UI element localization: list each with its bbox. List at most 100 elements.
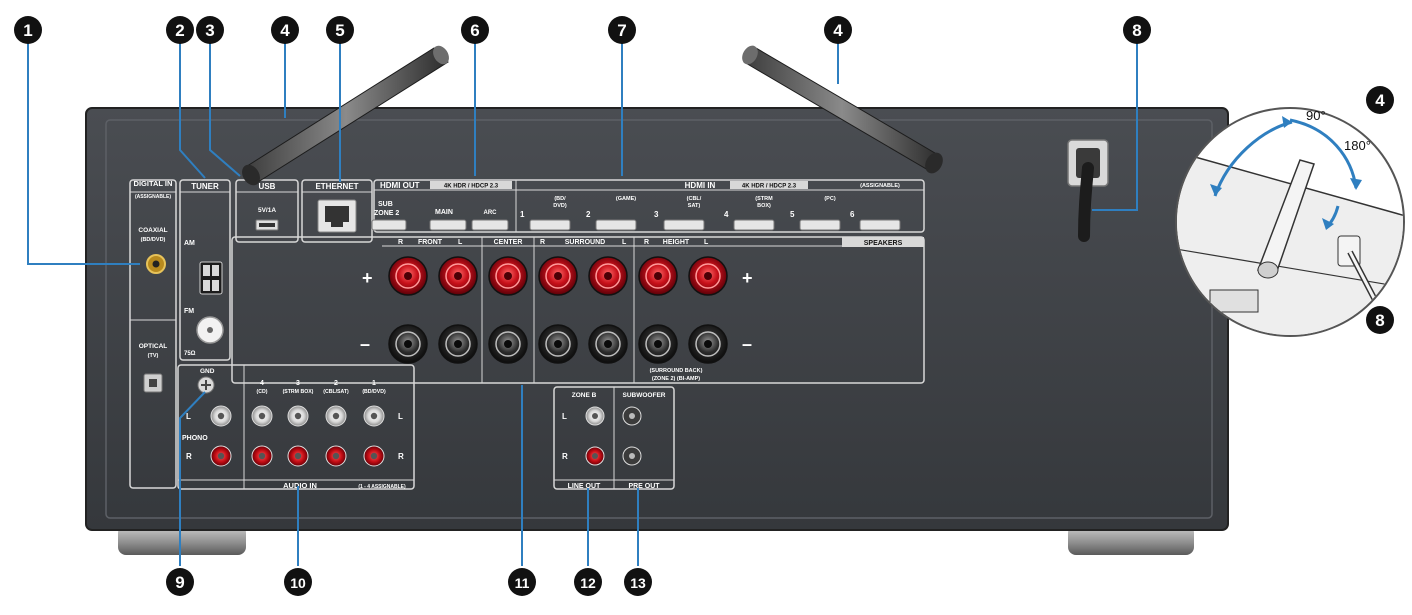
main-label: MAIN	[435, 209, 453, 216]
coaxial-sub-label: (BD/DVD)	[141, 237, 166, 243]
svg-text:R: R	[540, 239, 545, 246]
hdmi-in-port-5[interactable]	[799, 219, 841, 231]
antenna-rotation-inset: 90° 180°	[1175, 107, 1405, 337]
speaker-terminal-front-r-plus[interactable]	[388, 256, 428, 296]
svg-text:6: 6	[470, 21, 479, 40]
audio-in-number: 1	[372, 380, 376, 387]
hdmi-in-port-1[interactable]	[529, 219, 571, 231]
speaker-terminal-height-r-plus[interactable]	[638, 256, 678, 296]
audio-in-number: 3	[296, 380, 300, 387]
front-label: FRONT	[418, 239, 443, 246]
hdmi-in-port-2[interactable]	[595, 219, 637, 231]
svg-text:5: 5	[335, 21, 344, 40]
sub-label: SUB	[378, 201, 393, 208]
audio-in-2: 2(CBL/SAT)	[323, 380, 349, 467]
hdmi-in-name-2: SAT)	[688, 203, 701, 209]
power-cord	[1078, 162, 1094, 242]
usb-section: USB 5V/1A	[235, 179, 299, 243]
svg-text:12: 12	[580, 575, 596, 591]
speaker-terminal-center-plus[interactable]	[488, 256, 528, 296]
audio-in-name: (STRM BOX)	[283, 389, 314, 395]
zone2-label: ZONE 2	[374, 210, 399, 217]
svg-text:9: 9	[175, 573, 184, 592]
hdmi-in-number: 4	[724, 210, 729, 219]
speaker-terminal-height-r-minus[interactable]	[638, 324, 678, 364]
hdmi-out-sub-port[interactable]	[371, 219, 407, 231]
speaker-terminal-surround-l-plus[interactable]	[588, 256, 628, 296]
fm-label: FM	[184, 308, 194, 315]
speaker-terminal-front-l-minus[interactable]	[438, 324, 478, 364]
zone2-bi-amp-label: (ZONE 2) (BI-AMP)	[652, 376, 700, 382]
pre-out-label: PRE OUT	[628, 483, 660, 490]
speaker-terminal-surround-r-minus[interactable]	[538, 324, 578, 364]
hdmi-in-2: 2(GAME)	[586, 196, 637, 231]
hdmi-in-name: (BD/	[554, 196, 566, 202]
audio-in-name: (BD/DVD)	[362, 389, 386, 395]
center-label: CENTER	[494, 239, 523, 246]
phono-l-label: L	[186, 412, 191, 421]
speaker-terminal-front-l-plus[interactable]	[438, 256, 478, 296]
hdmi-out-arc-port[interactable]	[471, 219, 509, 231]
callout-5: 5	[326, 16, 354, 44]
svg-text:R: R	[644, 239, 649, 246]
audio-in-r-label: R	[398, 452, 404, 461]
callout-3: 3	[196, 16, 224, 44]
plus-left: +	[362, 268, 373, 288]
hdmi-in-port-4[interactable]	[733, 219, 775, 231]
callout-7: 7	[608, 16, 636, 44]
speaker-terminal-height-l-plus[interactable]	[688, 256, 728, 296]
ethernet-label: ETHERNET	[315, 182, 358, 191]
speaker-terminal-center-minus[interactable]	[488, 324, 528, 364]
svg-text:7: 7	[617, 21, 626, 40]
hdmi-in-number: 1	[520, 210, 525, 219]
right-wireless-antenna[interactable]	[739, 43, 946, 177]
callout-10: 10	[284, 568, 312, 596]
svg-text:11: 11	[515, 575, 530, 591]
digital-in-label: DIGITAL IN	[134, 179, 173, 188]
power-inlet	[1067, 139, 1109, 242]
callout-13: 13	[624, 568, 652, 596]
audio-in-l-label: L	[398, 412, 403, 421]
hdmi-in-number: 3	[654, 210, 659, 219]
svg-text:3: 3	[205, 21, 214, 40]
hdmi-in-port-3[interactable]	[663, 219, 705, 231]
tuner-label: TUNER	[191, 182, 219, 191]
svg-text:4: 4	[280, 21, 290, 40]
line-out-label: LINE OUT	[568, 483, 601, 490]
phono-jacks	[210, 405, 232, 467]
svg-text:L: L	[458, 239, 463, 246]
hdmi-in-port-6[interactable]	[859, 219, 901, 231]
hdmi-in-assignable: (ASSIGNABLE)	[860, 183, 900, 189]
hdmi-in-number: 6	[850, 210, 855, 219]
hdmi-in-5: 5(PC)	[790, 196, 841, 231]
front-group-label: R FRONT L	[398, 239, 463, 246]
audio-in-3: 3 (STRM BOX)	[283, 380, 314, 467]
speaker-terminal-front-r-minus[interactable]	[388, 324, 428, 364]
callout-4: 4	[1366, 86, 1394, 114]
hdmi-in-label: HDMI IN	[685, 181, 716, 190]
hdmi-out-main-port[interactable]	[429, 219, 467, 231]
left-wireless-antenna[interactable]	[238, 43, 452, 189]
speaker-terminal-surround-r-plus[interactable]	[538, 256, 578, 296]
phono-label: PHONO	[182, 435, 208, 442]
callout-2: 2	[166, 16, 194, 44]
svg-text:R: R	[398, 239, 403, 246]
digital-in-section: DIGITAL IN (ASSIGNABLE) COAXIAL (BD/DVD)…	[129, 179, 177, 489]
ethernet-section: ETHERNET	[301, 179, 373, 243]
surround-group-label: R SURROUND L	[540, 239, 627, 246]
hdmi-in-number: 5	[790, 210, 795, 219]
phono-r-label: R	[186, 452, 192, 461]
svg-text:13: 13	[630, 575, 646, 591]
surround-back-label: (SURROUND BACK)	[650, 368, 703, 374]
speaker-terminal-height-l-minus[interactable]	[688, 324, 728, 364]
hdmi-in-3: 3(CBL/SAT)	[654, 196, 705, 231]
callout-4: 4	[824, 16, 852, 44]
height-label: HEIGHT	[663, 239, 690, 246]
arc-label: ARC	[484, 210, 498, 216]
svg-text:2: 2	[175, 21, 184, 40]
speaker-terminal-surround-l-minus[interactable]	[588, 324, 628, 364]
right-foot	[1068, 525, 1194, 555]
audio-in-1: 1 (BD/DVD)	[362, 380, 386, 467]
minus-left: –	[360, 334, 370, 354]
hdmi-in-1: 1(BD/DVD)	[520, 196, 571, 231]
